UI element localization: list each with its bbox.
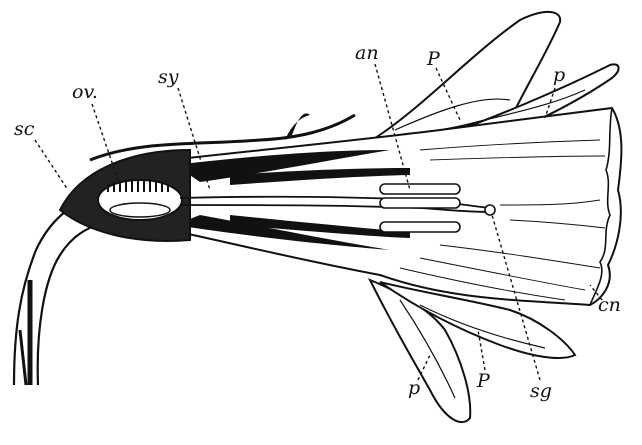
label-sg: sg <box>530 382 552 401</box>
label-an: an <box>355 44 379 63</box>
label-sc: sc <box>14 120 34 139</box>
label-cn: cn <box>598 296 621 315</box>
label-p-lower-small: p <box>408 379 420 398</box>
label-p-lower-large: P <box>477 372 490 391</box>
label-sy: sy <box>158 68 178 87</box>
label-ov: ov. <box>72 83 98 102</box>
label-p-upper-large: P <box>427 50 440 69</box>
label-p-upper-small: p <box>553 66 565 85</box>
anthers <box>380 184 460 232</box>
stigma <box>485 205 495 215</box>
